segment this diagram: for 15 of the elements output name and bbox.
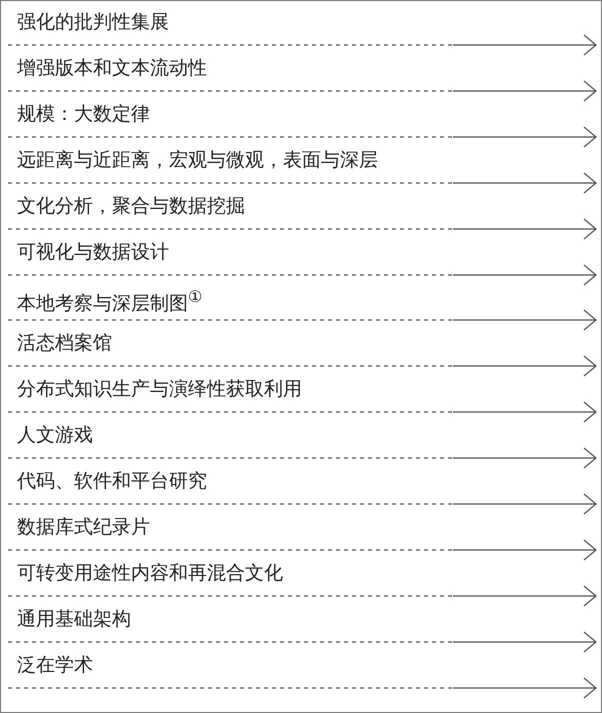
row-text: 可转变用途性内容和再混合文化	[17, 561, 283, 585]
row-text: 分布式知识生产与演绎性获取利用	[17, 377, 302, 401]
row-text: 本地考察与深层制图$^{①}$	[17, 286, 202, 316]
row-text: 强化的批判性集展	[17, 10, 169, 34]
row-text: 可视化与数据设计	[17, 240, 169, 264]
row-text: 泛在学术	[17, 653, 93, 677]
row-text: 规模：大数定律	[17, 102, 150, 126]
row-text: 数据库式纪录片	[17, 515, 150, 539]
row-text: 通用基础架构	[17, 607, 131, 631]
row-text: 活态档案馆	[17, 331, 112, 355]
row-text: 增强版本和文本流动性	[17, 56, 207, 80]
row-text: 人文游戏	[17, 423, 93, 447]
row-text: 文化分析，聚合与数据挖掘	[17, 194, 245, 218]
row-text: 代码、软件和平台研究	[17, 469, 207, 493]
row-text: 远距离与近距离，宏观与微观，表面与深层	[17, 148, 378, 172]
